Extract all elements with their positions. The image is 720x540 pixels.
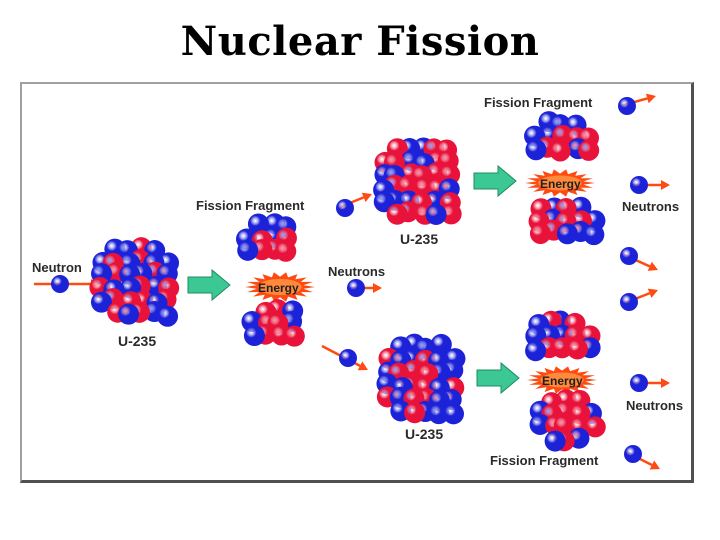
energy-label-lower: Energy bbox=[542, 374, 583, 388]
fission-fragment-top bbox=[524, 111, 600, 162]
neutron-particle bbox=[620, 247, 638, 265]
released-neutron bbox=[347, 279, 365, 297]
proton bbox=[529, 222, 551, 244]
proton bbox=[553, 415, 575, 437]
arrow-head bbox=[661, 378, 670, 388]
proton bbox=[578, 139, 600, 161]
arrow-head bbox=[647, 288, 658, 298]
burst-core bbox=[540, 372, 584, 388]
fission-fragment-label: Fission Fragment bbox=[196, 198, 305, 213]
neutron-particle bbox=[339, 349, 357, 367]
neutron-particle bbox=[425, 203, 447, 225]
arrow-head bbox=[649, 460, 660, 470]
neutron-particle bbox=[630, 176, 648, 194]
u235-label: U-235 bbox=[118, 333, 156, 349]
arrow-head bbox=[647, 261, 658, 271]
u235-nucleus bbox=[89, 237, 180, 327]
neutron-out-ball bbox=[624, 445, 642, 463]
neutrons-label-upper: Neutrons bbox=[622, 199, 679, 214]
neutron-out-ball bbox=[630, 374, 648, 392]
neutron-particle bbox=[373, 191, 395, 213]
fission-fragment-lower-top bbox=[525, 310, 601, 362]
neutron-particle bbox=[247, 213, 269, 235]
slide-title: Nuclear Fission bbox=[180, 18, 540, 65]
neutron-particle bbox=[544, 430, 566, 452]
energy-burst-lower bbox=[527, 366, 597, 394]
neutron-particle bbox=[428, 403, 450, 425]
neutron-particle bbox=[237, 239, 259, 261]
proton bbox=[283, 325, 305, 347]
neutron-label: Neutron bbox=[32, 260, 82, 275]
fission-fragment-bottom bbox=[529, 389, 606, 452]
neutron-particle bbox=[583, 224, 605, 246]
arrow-head bbox=[645, 93, 656, 104]
proton bbox=[440, 203, 462, 225]
energy-burst bbox=[245, 272, 315, 302]
neutron-out-ball bbox=[618, 97, 636, 115]
fission-fragment-upper bbox=[235, 213, 297, 262]
burst-core bbox=[538, 175, 582, 191]
proton bbox=[549, 140, 571, 162]
process-arrow-lower bbox=[476, 361, 520, 395]
arrow-head bbox=[361, 192, 372, 203]
neutron-particle bbox=[620, 293, 638, 311]
proton bbox=[404, 402, 426, 424]
released-neutron bbox=[339, 349, 357, 367]
neutrons-label-lower: Neutrons bbox=[626, 398, 683, 413]
green-arrow-shape bbox=[473, 164, 517, 198]
proton bbox=[551, 337, 573, 359]
neutron-particle bbox=[430, 333, 452, 355]
released-neutron bbox=[336, 199, 354, 217]
neutron-particle bbox=[118, 303, 140, 325]
proton bbox=[275, 240, 297, 262]
fission-fragment-upper-lower bbox=[528, 196, 606, 246]
neutron-particle bbox=[336, 199, 354, 217]
neutron-particle bbox=[525, 139, 547, 161]
neutron-particle bbox=[243, 325, 265, 347]
process-arrow bbox=[187, 268, 231, 302]
fission-fragment-label-bottom: Fission Fragment bbox=[490, 453, 599, 468]
incoming-neutron bbox=[51, 275, 69, 293]
green-arrow-shape bbox=[476, 361, 520, 395]
energy-label: Energy bbox=[258, 281, 299, 295]
burst-core bbox=[258, 278, 302, 296]
neutron-out-ball bbox=[630, 176, 648, 194]
proton bbox=[386, 203, 408, 225]
neutron-particle bbox=[157, 305, 179, 327]
neutron-particle bbox=[51, 275, 69, 293]
neutron-out-ball bbox=[620, 293, 638, 311]
fission-fragment-label-top: Fission Fragment bbox=[484, 95, 593, 110]
green-arrow-shape bbox=[187, 268, 231, 302]
u235-nucleus-upper bbox=[373, 137, 462, 225]
proton bbox=[566, 338, 588, 360]
neutron-particle bbox=[90, 291, 112, 313]
proton bbox=[584, 416, 606, 438]
neutron-particle bbox=[529, 413, 551, 435]
u235-label-upper: U-235 bbox=[400, 231, 438, 247]
neutron-particle bbox=[630, 374, 648, 392]
process-arrow-upper bbox=[473, 164, 517, 198]
neutron-particle bbox=[525, 340, 547, 362]
neutron-particle bbox=[347, 279, 365, 297]
neutrons-label: Neutrons bbox=[328, 264, 385, 279]
neutron-particle bbox=[556, 223, 578, 245]
arrow-head bbox=[373, 283, 382, 293]
arrow-head bbox=[357, 361, 368, 371]
neutron-out-ball bbox=[620, 247, 638, 265]
u235-label-lower: U-235 bbox=[405, 426, 443, 442]
u235-nucleus-lower bbox=[376, 333, 466, 425]
neutron-particle bbox=[624, 445, 642, 463]
energy-burst-upper bbox=[525, 169, 595, 197]
neutron-particle bbox=[442, 403, 464, 425]
energy-label-upper: Energy bbox=[540, 177, 581, 191]
arrow-head bbox=[661, 180, 670, 190]
fission-fragment-lower bbox=[241, 299, 305, 347]
neutron-particle bbox=[618, 97, 636, 115]
